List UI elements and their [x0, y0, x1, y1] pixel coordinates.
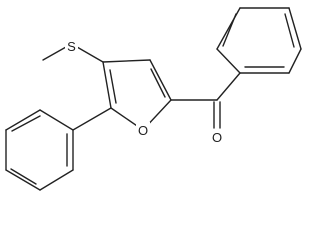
- sulfur-atom-label: S: [67, 39, 76, 54]
- bond-lower-phenyl-double-b: [10, 168, 37, 185]
- bond-c5-phenyl: [72, 107, 112, 131]
- bond-c3-c2-inner: [150, 68, 166, 98]
- ring-oxygen-atom-label: O: [138, 123, 148, 138]
- sulfur-label-mask: [65, 38, 78, 54]
- bond-lower-phenyl-2: [39, 169, 74, 191]
- bond-methyl-sulfur: [42, 46, 67, 61]
- bond-lower-phenyl-3: [5, 169, 41, 191]
- bond-upper-phenyl-6: [216, 48, 241, 74]
- bond-upper-phenyl-double-c: [222, 13, 237, 47]
- bond-lower-phenyl-5: [5, 109, 41, 131]
- bond-sulfur-c4: [76, 46, 104, 63]
- bond-upper-phenyl-double-b: [284, 13, 295, 48]
- bond-c5-c4-outer: [102, 61, 112, 109]
- bond-upper-phenyl-3: [288, 7, 302, 50]
- carbonyl-oxygen-label-mask: [210, 129, 224, 145]
- carbonyl-oxygen-atom-label: O: [212, 130, 222, 145]
- ring-oxygen-label-mask: [136, 122, 150, 138]
- bond-lower-phenyl-double-c: [11, 115, 41, 132]
- molecule-structure-diagram: S O O: [5, 7, 302, 191]
- bond-c4-c3: [102, 59, 151, 63]
- bond-lower-phenyl-6: [39, 109, 74, 131]
- bond-c5-c4-inner: [109, 69, 117, 104]
- bond-c3-c2-outer: [149, 59, 172, 101]
- bond-upper-phenyl-2: [288, 48, 302, 74]
- bond-carbonyl-phenyl: [216, 72, 241, 101]
